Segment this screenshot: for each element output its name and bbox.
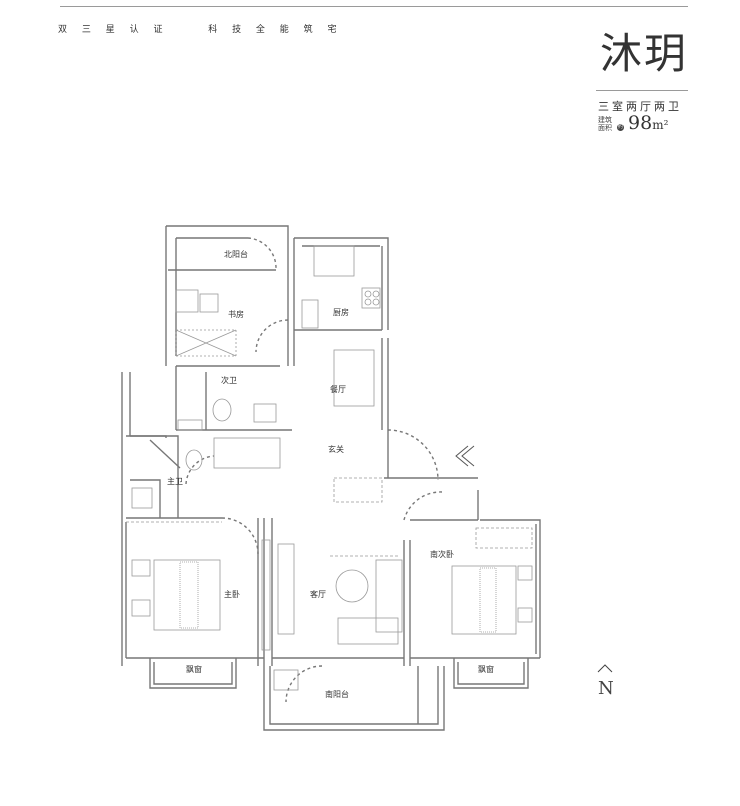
area-circle: 约: [617, 124, 624, 131]
room-study: 书房: [228, 309, 244, 319]
room-living: 客厅: [310, 589, 326, 599]
room-kitchen: 厨房: [333, 307, 349, 317]
room-south-balcony: 南阳台: [325, 689, 349, 699]
area-label: 建筑面积: [598, 116, 612, 132]
compass: N: [597, 664, 614, 699]
tagline: 双 三 星 认 证 科 技 全 能 筑 宅: [58, 22, 343, 35]
room-bay-window-left: 飘窗: [186, 664, 202, 674]
plan-walls: [121, 225, 541, 731]
tagline-right: 科 技 全 能 筑 宅: [208, 25, 343, 35]
compass-arrow-icon: [597, 664, 613, 673]
room-bay-window-right: 飘窗: [478, 664, 494, 674]
top-rule: [60, 6, 688, 7]
page-title: 沐玥: [599, 29, 688, 78]
room-north-balcony: 北阳台: [224, 249, 248, 259]
plan-furniture: [126, 245, 533, 691]
room-dining: 餐厅: [330, 385, 346, 394]
layout-type: 三室两厅两卫: [598, 100, 682, 113]
compass-letter: N: [598, 678, 614, 699]
room-second-bath: 次卫: [221, 375, 237, 385]
room-foyer: 玄关: [328, 444, 344, 454]
room-master-bedroom: 主卧: [224, 589, 240, 599]
area-value: 98m²: [628, 112, 669, 134]
room-master-bath: 主卫: [167, 476, 183, 486]
title-rule: [596, 90, 688, 91]
entry-arrow-icon: [455, 445, 475, 467]
tagline-left: 双 三 星 认 证: [58, 25, 169, 35]
room-second-bedroom: 南次卧: [430, 549, 454, 559]
